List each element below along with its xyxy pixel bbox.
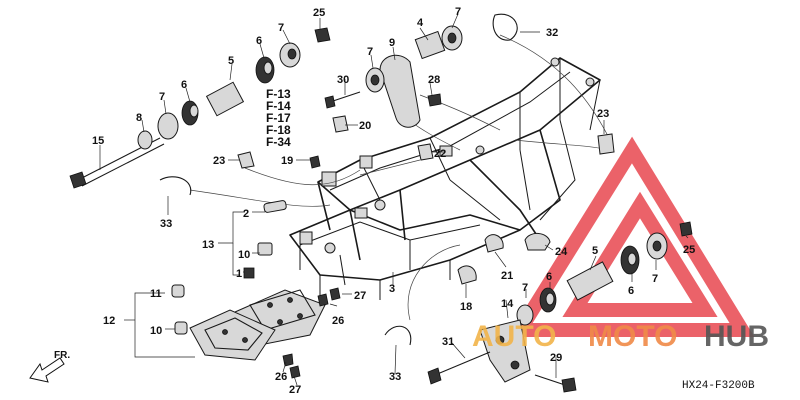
callout-4: 4 bbox=[417, 17, 424, 29]
callout-10-upper: 10 bbox=[238, 249, 250, 261]
callout-12: 12 bbox=[103, 315, 115, 327]
callout-6-lower: 6 bbox=[546, 271, 552, 283]
watermark-moto: MOTO bbox=[588, 320, 677, 353]
figure-ref-f17: F-17 bbox=[266, 111, 291, 125]
callout-15: 15 bbox=[92, 135, 104, 147]
callout-6-top: 6 bbox=[256, 35, 262, 47]
figure-ref-f14: F-14 bbox=[266, 99, 291, 113]
figure-code: HX24-F3200B bbox=[682, 380, 755, 392]
figure-references: F-13 F-14 F-17 F-18 F-34 bbox=[266, 87, 291, 149]
figure-ref-f34: F-34 bbox=[266, 135, 291, 149]
callout-27-lower: 27 bbox=[289, 384, 301, 396]
direction-label: FR. bbox=[54, 350, 70, 361]
callout-13: 13 bbox=[202, 239, 214, 251]
arrow-icon bbox=[29, 357, 65, 383]
callout-7-left: 7 bbox=[159, 91, 165, 103]
callout-19: 19 bbox=[281, 155, 293, 167]
callout-32: 32 bbox=[546, 27, 558, 39]
callout-5-right: 5 bbox=[592, 245, 598, 257]
callout-28: 28 bbox=[428, 74, 440, 86]
callout-31: 31 bbox=[442, 336, 454, 348]
callout-25-right: 25 bbox=[683, 244, 695, 256]
callout-26-lower: 26 bbox=[275, 371, 287, 383]
skid-plate-assembly bbox=[171, 200, 341, 379]
callout-6-left: 6 bbox=[181, 79, 187, 91]
shaft-assembly-right bbox=[516, 232, 668, 326]
callout-5-top: 5 bbox=[228, 55, 234, 67]
callout-23-right: 23 bbox=[597, 108, 609, 120]
callout-6-right: 6 bbox=[628, 285, 634, 297]
callout-21: 21 bbox=[501, 270, 513, 282]
frame-body bbox=[289, 57, 601, 300]
watermark-logo bbox=[507, 136, 755, 337]
callout-14: 14 bbox=[501, 298, 514, 310]
callout-7-mid: 7 bbox=[367, 46, 373, 58]
watermark-auto: AUTO bbox=[472, 320, 556, 353]
callout-3: 3 bbox=[389, 283, 395, 295]
callout-10-lower: 10 bbox=[150, 325, 162, 337]
callout-7-top-right: 7 bbox=[455, 6, 461, 18]
callout-20: 20 bbox=[359, 120, 371, 132]
callout-33-upper: 33 bbox=[160, 218, 172, 230]
front-direction-arrow: FR. bbox=[29, 350, 70, 383]
callout-7-top-left: 7 bbox=[278, 22, 284, 34]
callout-11: 11 bbox=[150, 288, 162, 300]
callout-2: 2 bbox=[243, 208, 249, 220]
figure-ref-f13: F-13 bbox=[266, 87, 291, 101]
callout-26-mid: 26 bbox=[332, 315, 344, 327]
callout-30: 30 bbox=[337, 74, 349, 86]
callout-24: 24 bbox=[555, 246, 568, 258]
callout-27-mid: 27 bbox=[354, 290, 366, 302]
callout-29: 29 bbox=[550, 352, 562, 364]
callout-9: 9 bbox=[389, 37, 395, 49]
lower-bracket-assembly bbox=[427, 319, 577, 393]
watermark-text: AUTO MOTO HUB bbox=[472, 320, 769, 353]
callout-1: 1 bbox=[236, 268, 242, 280]
upper-link-assembly bbox=[314, 13, 518, 133]
clips-brackets bbox=[159, 133, 693, 346]
callout-7-lower: 7 bbox=[522, 282, 528, 294]
shaft-assembly-left bbox=[69, 42, 301, 189]
callout-23-left: 23 bbox=[213, 155, 225, 167]
watermark-hub: HUB bbox=[704, 320, 769, 353]
callout-numbers: 25 7 4 7 32 6 5 7 9 6 30 28 7 8 15 20 23… bbox=[92, 6, 695, 396]
callout-18: 18 bbox=[460, 301, 472, 313]
callout-8: 8 bbox=[136, 112, 142, 124]
callout-7-right: 7 bbox=[652, 273, 658, 285]
leader-lines bbox=[99, 13, 689, 386]
callout-25-top: 25 bbox=[313, 7, 325, 19]
figure-ref-f18: F-18 bbox=[266, 123, 291, 137]
callout-22: 22 bbox=[434, 148, 446, 160]
callout-33-lower: 33 bbox=[389, 371, 401, 383]
